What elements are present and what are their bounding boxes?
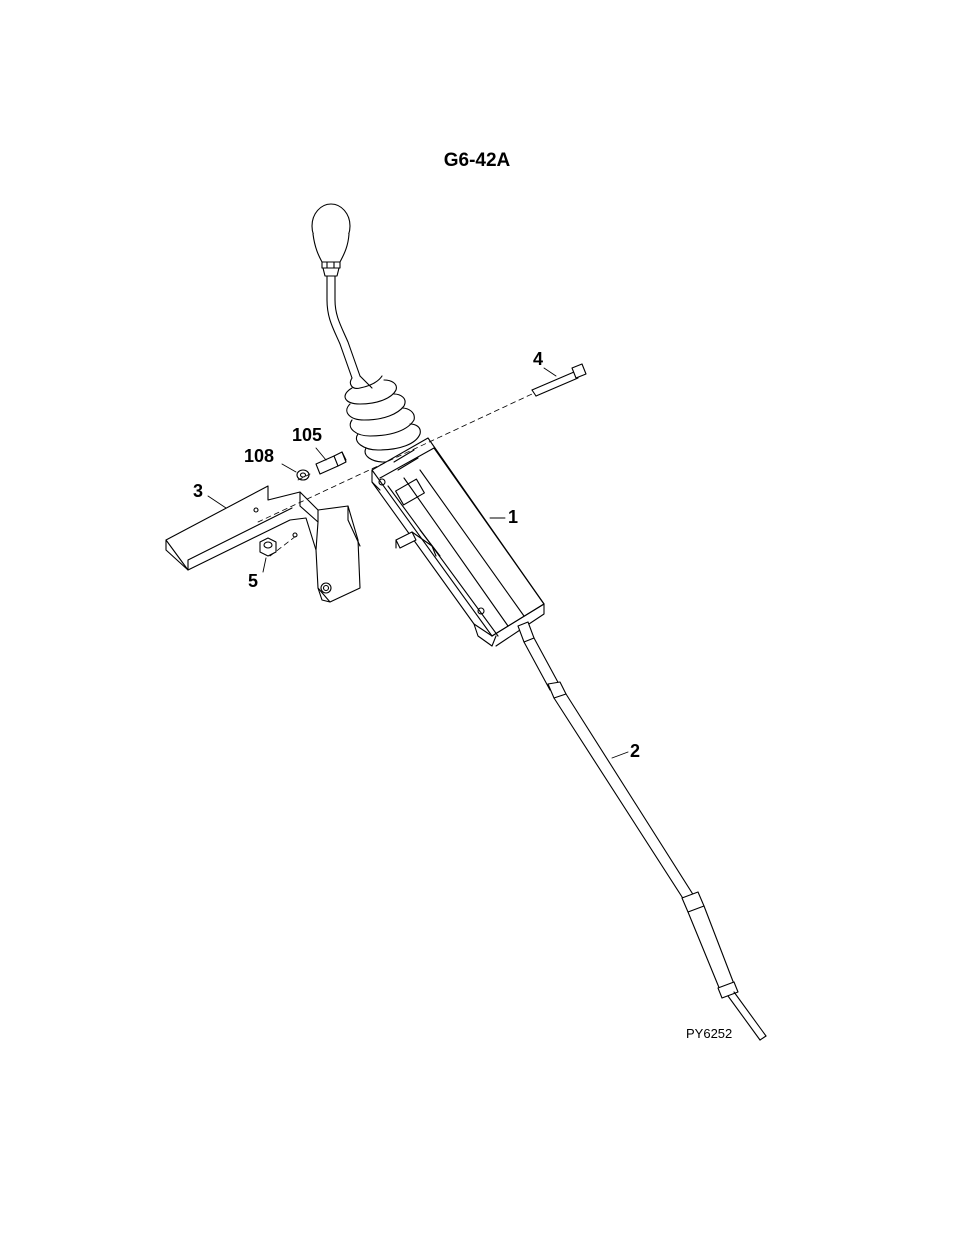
callout-1: 1 — [508, 508, 518, 526]
shift-cable — [518, 622, 766, 1040]
callout-105: 105 — [292, 426, 322, 444]
shifter-housing — [372, 438, 544, 646]
figure-code: PY6252 — [686, 1026, 732, 1041]
callout-108: 108 — [244, 447, 274, 465]
callout-5: 5 — [248, 572, 258, 590]
callout-3: 3 — [193, 482, 203, 500]
callout-4: 4 — [533, 350, 543, 368]
bolt-105 — [316, 452, 346, 474]
shift-knob — [312, 204, 350, 276]
lever-shaft — [327, 276, 360, 378]
callout-2: 2 — [630, 742, 640, 760]
